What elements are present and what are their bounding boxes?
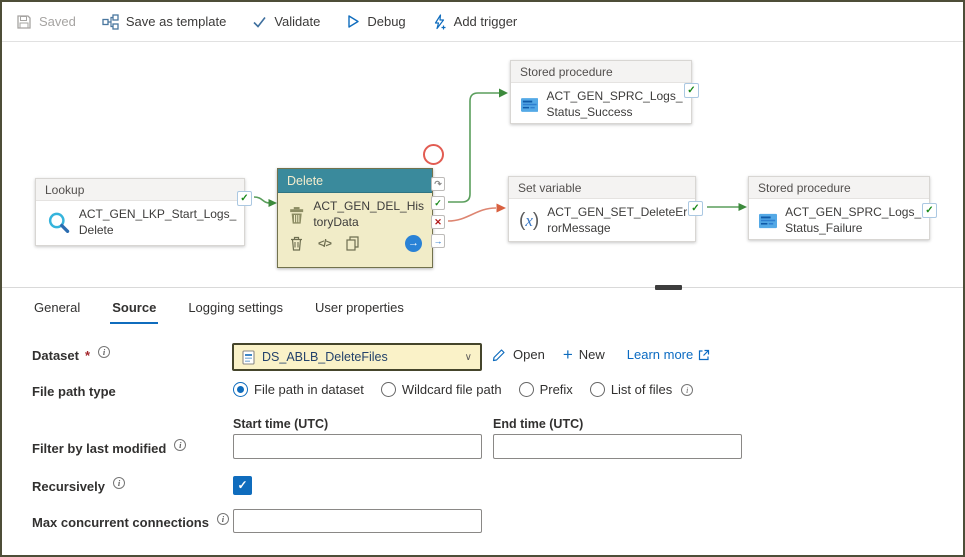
activity-delete[interactable]: Delete ACT_GEN_DEL_HistoryData </> [277, 168, 445, 268]
breakpoint-circle[interactable] [423, 144, 444, 165]
debug-button[interactable]: Debug [346, 14, 406, 29]
activity-stored-procedure-failure[interactable]: Stored procedure ACT_GEN_SPRC_Logs_Statu… [748, 176, 937, 240]
radio-wildcard-file-path[interactable]: Wildcard file path [380, 382, 502, 397]
toolbar: Saved Save as template Validate Debug [2, 2, 963, 42]
play-icon [348, 15, 360, 28]
navigate-arrow-button[interactable]: → [405, 235, 422, 253]
stored-procedure-icon [521, 97, 539, 112]
delete-action-icon[interactable] [290, 236, 303, 251]
radio-file-path-in-dataset[interactable]: File path in dataset [233, 382, 364, 397]
run-success-badge: ✓ [684, 83, 699, 98]
info-icon[interactable]: i [113, 476, 125, 489]
activity-type-label: Delete [278, 169, 432, 193]
panel-tabs: General Source Logging settings User pro… [32, 295, 406, 324]
radio-selected-icon [233, 382, 248, 397]
info-icon[interactable]: i [216, 512, 229, 525]
validate-check-icon [253, 16, 266, 28]
success-port-icon[interactable]: ✓ [431, 196, 445, 210]
clone-icon[interactable] [346, 236, 359, 251]
failure-port-icon[interactable]: ✕ [431, 215, 445, 229]
activity-type-label: Set variable [509, 177, 695, 199]
lookup-icon [48, 212, 70, 233]
activity-name: ACT_GEN_LKP_Start_Logs_Delete [78, 207, 237, 237]
save-as-template-button[interactable]: Save as template [102, 13, 227, 30]
max-concurrent-connections-label: Max concurrent connections i [32, 512, 229, 530]
dataset-file-icon [242, 349, 255, 365]
open-dataset-button[interactable]: Open [492, 347, 545, 362]
run-success-badge: ✓ [237, 191, 252, 206]
code-view-icon[interactable]: </> [318, 237, 332, 250]
completion-port-icon[interactable]: → [431, 234, 445, 248]
dataset-value: DS_ABLB_DeleteFiles [262, 350, 388, 364]
activity-type-label: Stored procedure [511, 61, 691, 83]
learn-more-label: Learn more [626, 347, 694, 362]
info-icon[interactable]: i [174, 438, 187, 451]
activity-stored-procedure-success[interactable]: Stored procedure ACT_GEN_SPRC_Logs_Statu… [510, 60, 699, 124]
chevron-down-icon: ∨ [464, 351, 472, 363]
new-label: New [578, 347, 605, 362]
required-asterisk: * [84, 348, 91, 363]
info-icon[interactable]: i [681, 383, 694, 396]
recursively-label: Recursively i [32, 476, 125, 494]
activity-name: ACT_GEN_SPRC_Logs_Status_Failure [785, 205, 922, 235]
stored-procedure-icon [759, 213, 778, 228]
connector-lines [253, 88, 747, 222]
activity-name: ACT_GEN_SET_DeleteErrorMessage [547, 205, 688, 235]
add-trigger-label: Add trigger [453, 14, 518, 29]
dataset-label: Dataset* i [32, 345, 111, 363]
radio-prefix[interactable]: Prefix [518, 382, 573, 397]
start-time-label: Start time (UTC) [233, 417, 329, 431]
activity-ports: ↷ ✓ ✕ → [431, 177, 445, 248]
activity-name: ACT_GEN_DEL_HistoryData [313, 199, 425, 229]
skip-port-icon[interactable]: ↷ [431, 177, 445, 191]
lightning-icon [434, 13, 446, 29]
tab-user-properties[interactable]: User properties [315, 300, 404, 315]
start-time-input[interactable] [233, 434, 482, 459]
filter-by-last-modified-label: Filter by last modified i [32, 438, 187, 456]
new-dataset-button[interactable]: + New [562, 344, 605, 364]
validate-button[interactable]: Validate [252, 14, 320, 29]
file-path-type-label: File path type [32, 384, 116, 399]
pipeline-canvas[interactable]: Lookup ACT_GEN_LKP_Start_Logs_Delete ✓ D… [2, 42, 963, 290]
activity-name: ACT_GEN_SPRC_Logs_Status_Success [546, 89, 683, 119]
plus-icon: + [562, 344, 573, 364]
add-trigger-button[interactable]: Add trigger [432, 13, 518, 30]
set-variable-icon: (x) [519, 209, 540, 231]
delete-trash-icon [290, 206, 304, 224]
recursively-checkbox[interactable]: ✓ [233, 476, 252, 495]
activity-type-label: Lookup [36, 179, 244, 201]
properties-panel: General Source Logging settings User pro… [2, 288, 963, 553]
max-concurrent-connections-input[interactable] [233, 509, 482, 533]
run-success-badge: ✓ [688, 201, 703, 216]
tab-source[interactable]: Source [110, 295, 159, 324]
info-icon[interactable]: i [98, 345, 111, 358]
end-time-input[interactable] [493, 434, 742, 459]
learn-more-link[interactable]: Learn more [627, 347, 710, 362]
file-path-type-radio-group: File path in dataset Wildcard file path … [233, 382, 694, 397]
activity-lookup[interactable]: Lookup ACT_GEN_LKP_Start_Logs_Delete ✓ [35, 178, 252, 246]
tab-general[interactable]: General [34, 300, 81, 315]
activity-set-variable[interactable]: Set variable (x) ACT_GEN_SET_DeleteError… [508, 176, 703, 242]
panel-resize-handle[interactable] [655, 285, 682, 290]
radio-icon [518, 382, 534, 397]
save-as-template-label: Save as template [125, 14, 227, 29]
radio-icon [589, 382, 605, 397]
end-time-label: End time (UTC) [493, 417, 584, 431]
saved-label: Saved [39, 14, 76, 29]
pencil-icon [492, 349, 505, 362]
open-label: Open [513, 347, 545, 362]
radio-list-of-files[interactable]: List of files i [589, 382, 694, 397]
dataset-dropdown[interactable]: DS_ABLB_DeleteFiles ∨ [232, 343, 482, 371]
tab-logging-settings[interactable]: Logging settings [188, 300, 284, 315]
validate-label: Validate [274, 14, 321, 29]
external-link-icon [699, 349, 710, 360]
dataset-actions: Open + New Learn more [492, 344, 710, 364]
save-icon [17, 14, 31, 29]
radio-icon [380, 382, 396, 397]
saved-button[interactable]: Saved [16, 14, 76, 30]
run-success-badge: ✓ [922, 203, 937, 218]
template-icon [102, 13, 119, 30]
activity-type-label: Stored procedure [749, 177, 929, 199]
debug-label: Debug [367, 14, 406, 29]
